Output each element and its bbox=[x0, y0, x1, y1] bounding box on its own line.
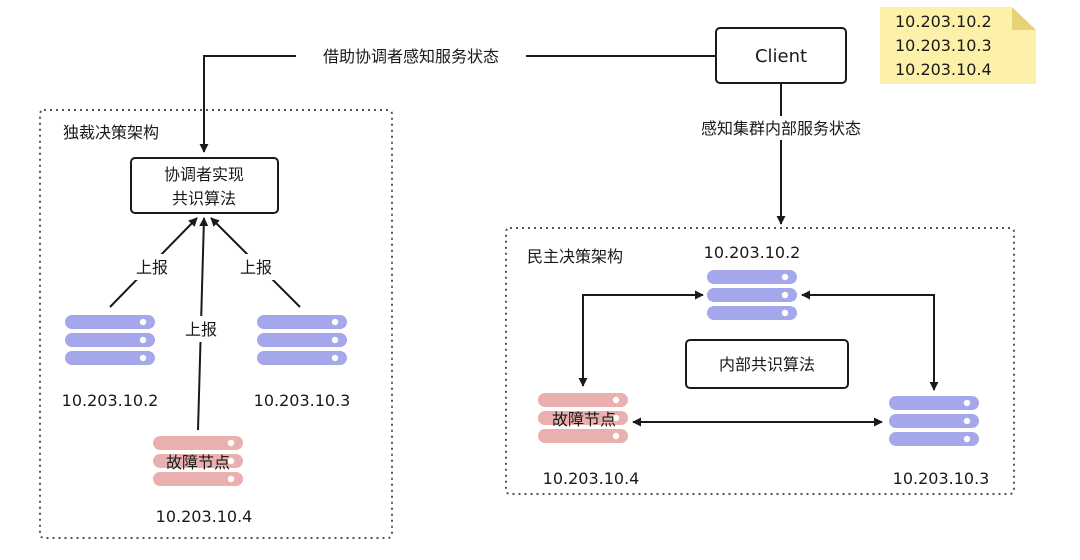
coordinator-line-2: 共识算法 bbox=[172, 189, 236, 208]
server-ip-label: 10.203.10.2 bbox=[704, 243, 801, 262]
report-label: 上报 bbox=[136, 258, 168, 277]
left-group-container bbox=[39, 109, 393, 539]
report-label: 上报 bbox=[185, 320, 217, 339]
server-ip-label: 10.203.10.3 bbox=[893, 469, 990, 488]
edge-node2-node3 bbox=[801, 290, 939, 391]
edge-node2-node4 bbox=[578, 290, 704, 387]
note-line: 10.203.10.2 bbox=[895, 12, 992, 31]
report-label: 上报 bbox=[240, 258, 272, 277]
client-label: Client bbox=[755, 46, 807, 67]
note-line: 10.203.10.4 bbox=[895, 60, 992, 79]
server-icon bbox=[707, 270, 797, 320]
algorithm-label: 内部共识算法 bbox=[719, 355, 815, 374]
algorithm-box: 内部共识算法 bbox=[685, 339, 849, 389]
server-ip-label: 10.203.10.4 bbox=[156, 507, 253, 526]
server-ip-label: 10.203.10.2 bbox=[62, 391, 159, 410]
server-icon bbox=[889, 396, 979, 446]
server-ip-label: 10.203.10.3 bbox=[254, 391, 351, 410]
left-group-title: 独裁决策架构 bbox=[63, 123, 159, 142]
edge-label-client-to-right: 感知集群内部服务状态 bbox=[701, 119, 861, 138]
server-ip-label: 10.203.10.4 bbox=[543, 469, 640, 488]
edge-client-to-coordinator bbox=[199, 55, 716, 153]
fault-node-label: 故障节点 bbox=[552, 410, 616, 429]
fault-node-label: 故障节点 bbox=[166, 453, 230, 472]
server-icon bbox=[257, 315, 347, 365]
edge-label-client-to-left: 借助协调者感知服务状态 bbox=[323, 47, 499, 66]
coordinator-line-1: 协调者实现 bbox=[164, 165, 244, 184]
client-node: Client bbox=[715, 27, 847, 84]
server-icon bbox=[65, 315, 155, 365]
note-line: 10.203.10.3 bbox=[895, 36, 992, 55]
right-group-container bbox=[505, 227, 1015, 495]
right-group-title: 民主决策架构 bbox=[527, 247, 623, 266]
ip-note: 10.203.10.2 10.203.10.3 10.203.10.4 bbox=[880, 7, 1036, 84]
coordinator-box: 协调者实现 共识算法 bbox=[130, 157, 279, 214]
